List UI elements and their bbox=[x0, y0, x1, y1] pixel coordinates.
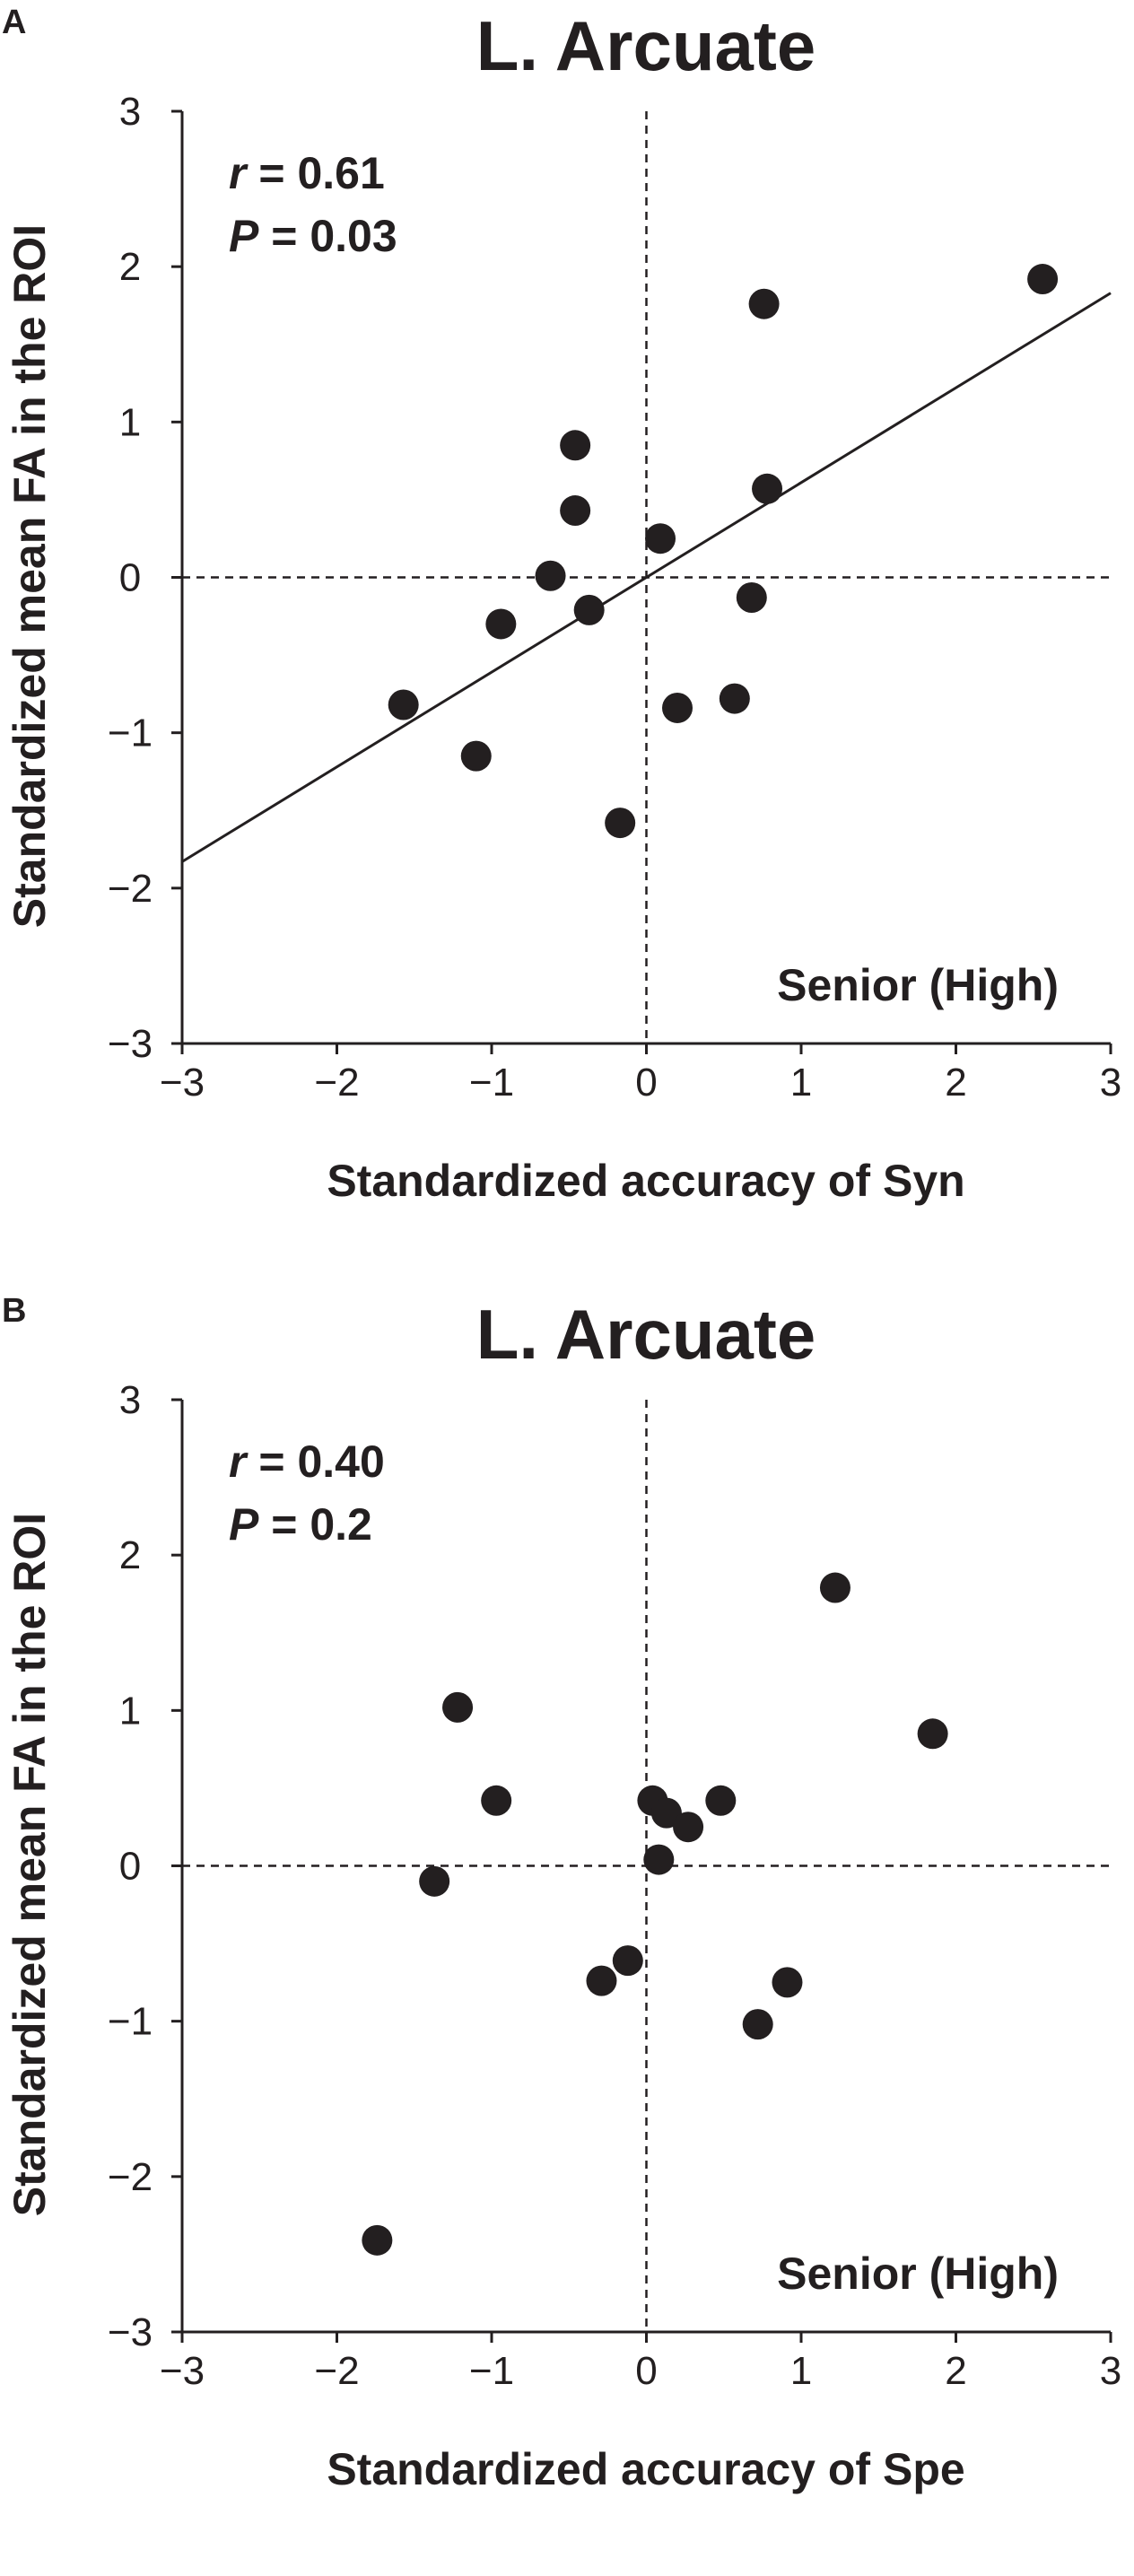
y-tick-label: −1 bbox=[108, 712, 153, 755]
x-tick-label: −2 bbox=[314, 1061, 359, 1105]
x-tick-label: −1 bbox=[469, 2349, 514, 2393]
x-tick-label: −3 bbox=[160, 1061, 205, 1105]
y-tick-label: −3 bbox=[108, 1022, 153, 1066]
data-point bbox=[442, 1691, 474, 1723]
x-tick-label: 2 bbox=[945, 1061, 966, 1105]
group-label: Senior (High) bbox=[777, 2249, 1059, 2299]
chart-title: L. Arcuate bbox=[476, 1295, 816, 1374]
scatter-chart-a: L. Arcuate Standardized mean FA in the R… bbox=[4, 6, 1121, 1206]
chart-title: L. Arcuate bbox=[476, 6, 816, 85]
x-tick-label: 1 bbox=[790, 2349, 812, 2393]
x-tick-label: 1 bbox=[790, 1061, 812, 1105]
x-tick-label: 2 bbox=[945, 2349, 966, 2393]
panel-letter: B bbox=[2, 1292, 27, 1330]
y-tick-label: 3 bbox=[119, 90, 141, 134]
y-tick-label: 2 bbox=[119, 1533, 141, 1577]
regression-line bbox=[181, 292, 1112, 863]
data-point bbox=[719, 683, 750, 714]
p-stat: P = 0.2 bbox=[229, 1499, 372, 1550]
data-point bbox=[1027, 264, 1059, 295]
panel-letter: A bbox=[2, 4, 27, 41]
data-point bbox=[705, 1785, 737, 1816]
y-tick-label: −2 bbox=[108, 867, 153, 911]
data-point bbox=[645, 523, 676, 554]
data-point bbox=[560, 430, 591, 461]
data-point bbox=[742, 2009, 773, 2040]
y-tick-label: 1 bbox=[119, 400, 141, 444]
y-tick-label: 1 bbox=[119, 1689, 141, 1733]
r-stat: r = 0.61 bbox=[229, 148, 385, 198]
x-tick-label: 0 bbox=[635, 1061, 657, 1105]
y-tick-label: 3 bbox=[119, 1378, 141, 1422]
data-point bbox=[612, 1945, 643, 1977]
data-point bbox=[736, 582, 767, 614]
data-point bbox=[643, 1844, 675, 1875]
data-point bbox=[662, 692, 693, 723]
p-stat: P = 0.03 bbox=[229, 211, 397, 261]
panel-b: B L. Arcuate Standardized mean FA in the… bbox=[0, 1288, 1134, 2576]
y-tick-label: 2 bbox=[119, 245, 141, 289]
y-tick-label: −2 bbox=[108, 2155, 153, 2199]
r-stat: r = 0.40 bbox=[229, 1436, 385, 1487]
data-point bbox=[605, 808, 636, 839]
x-tick-label: −1 bbox=[469, 1061, 514, 1105]
data-point bbox=[772, 1967, 803, 1998]
plot-area: −3 −2 −1 0 1 2 3 −3 −2 −1 0 1 2 3 bbox=[108, 1378, 1121, 2393]
data-point bbox=[573, 594, 605, 625]
x-axis-label: Standardized accuracy of Spe bbox=[327, 2444, 964, 2494]
data-point bbox=[819, 1572, 850, 1603]
data-point bbox=[560, 495, 591, 527]
y-tick-label: −3 bbox=[108, 2310, 153, 2354]
panel-a: A L. Arcuate Standardized mean FA in the… bbox=[2, 4, 1121, 1206]
data-point bbox=[362, 2224, 393, 2256]
data-point bbox=[460, 740, 492, 772]
x-tick-label: −2 bbox=[314, 2349, 359, 2393]
x-axis-label: Standardized accuracy of Syn bbox=[327, 1156, 964, 1206]
data-point bbox=[748, 288, 780, 319]
data-point bbox=[650, 1797, 682, 1829]
y-tick-label: 0 bbox=[119, 1845, 141, 1889]
x-tick-label: −3 bbox=[160, 2349, 205, 2393]
y-tick-label: −1 bbox=[108, 2000, 153, 2044]
x-tick-label: 3 bbox=[1100, 2349, 1121, 2393]
y-tick-label: 0 bbox=[119, 556, 141, 600]
data-point bbox=[419, 1865, 450, 1897]
data-point bbox=[535, 560, 566, 591]
data-point bbox=[673, 1812, 704, 1843]
data-point bbox=[752, 473, 783, 504]
y-axis-label: Standardized mean FA in the ROI bbox=[4, 1513, 55, 2216]
data-point bbox=[481, 1785, 512, 1816]
x-tick-label: 3 bbox=[1100, 1061, 1121, 1105]
scatter-chart-b: L. Arcuate Standardized mean FA in the R… bbox=[4, 1295, 1121, 2494]
group-label: Senior (High) bbox=[777, 960, 1059, 1010]
data-point bbox=[485, 608, 517, 640]
data-point bbox=[917, 1718, 948, 1750]
data-point bbox=[586, 1965, 617, 1996]
plot-area: −3 −2 −1 0 1 2 3 −3 −2 −1 0 1 2 3 bbox=[108, 90, 1121, 1105]
y-axis-label: Standardized mean FA in the ROI bbox=[4, 224, 55, 928]
data-point bbox=[388, 689, 419, 720]
x-tick-label: 0 bbox=[635, 2349, 657, 2393]
